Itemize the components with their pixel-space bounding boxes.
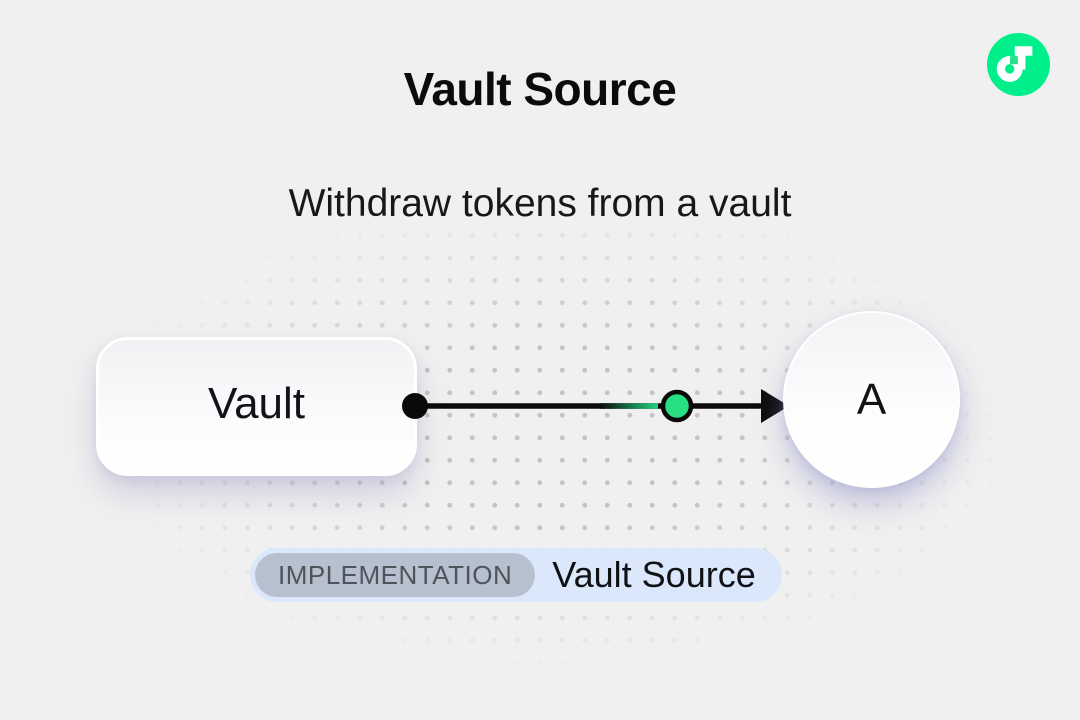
arrowhead-icon xyxy=(761,389,789,423)
flow-logo-icon xyxy=(987,33,1050,96)
implementation-tag: IMPLEMENTATION xyxy=(255,553,536,597)
implementation-badge: IMPLEMENTATION Vault Source xyxy=(250,548,782,602)
recipient-node-label: A xyxy=(856,374,887,424)
badge-label: Vault Source xyxy=(552,554,756,595)
vault-node: Vault xyxy=(96,337,417,476)
token-dot xyxy=(660,389,694,423)
recipient-node: A xyxy=(783,311,960,488)
connector-arrow xyxy=(402,389,789,423)
page-subtitle: Withdraw tokens from a vault xyxy=(288,182,792,225)
page-title: Vault Source xyxy=(403,63,677,115)
connector-start-dot xyxy=(402,393,428,419)
vault-node-label: Vault xyxy=(207,378,306,428)
